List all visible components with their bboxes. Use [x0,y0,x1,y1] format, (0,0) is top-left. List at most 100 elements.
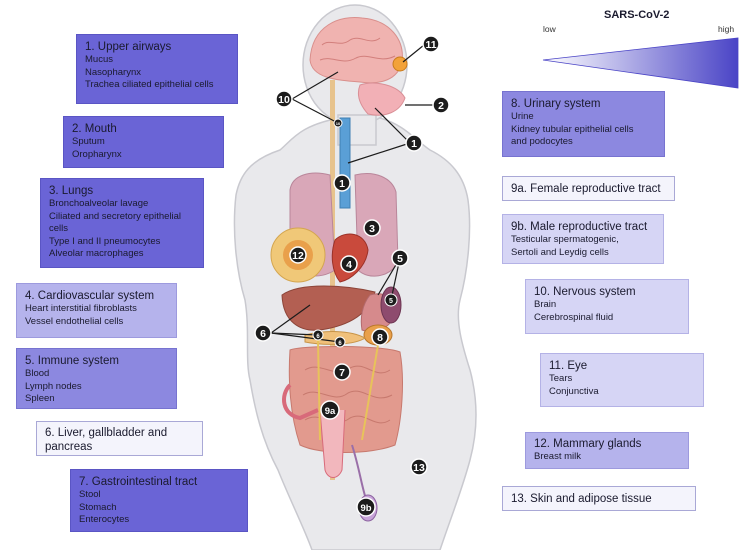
svg-text:6: 6 [316,334,320,340]
box-title: 1. Upper airways [85,41,172,53]
marker-1b: 1 [333,174,351,192]
box-item: Trachea ciliated epithelial cells [85,79,214,90]
marker-4: 4 [340,255,358,273]
svg-text:2: 2 [438,100,444,112]
box-item: Heart interstitial fibroblasts [25,303,137,314]
svg-text:7: 7 [339,367,345,379]
box-item: Type I and II pneumocytes [49,235,161,247]
box-item: Nasopharynx [85,66,141,78]
box-cardiovascular-system: 4. Cardiovascular system Heart interstit… [16,283,177,338]
svg-text:5: 5 [397,253,403,265]
box-item: Urine [511,111,534,122]
box-title: 6. Liver, gallbladder and [45,427,168,439]
box-item: and podocytes [511,136,573,147]
box-item: Sertoli and Leydig cells [511,246,609,258]
legend-title: SARS-CoV-2 [604,9,670,21]
legend-high-label: high [718,24,735,34]
brain-folds [319,37,396,62]
svg-text:10: 10 [336,121,341,126]
box-nervous-system: 10. Nervous system Brain Cerebrospinal f… [525,279,689,334]
box-title: 8. Urinary system [511,98,601,110]
eye-organ [392,56,408,72]
box-mammary-glands: 12. Mammary glands Breast milk [525,432,689,469]
box-item: Enterocytes [79,514,130,525]
leader-lines [270,44,441,343]
box-item: Sputum [72,136,105,147]
box-title: 3. Lungs [49,185,94,197]
svg-text:6: 6 [260,328,266,340]
marker-6b: 6 [312,329,324,341]
marker-6c: 6 [334,336,346,348]
box-item: Breast milk [534,451,581,462]
marker-9a: 9a [320,400,340,420]
box-mouth: 2. Mouth Sputum Oropharynx [63,116,224,168]
box-title: 11. Eye [549,360,588,372]
box-item: Lymph nodes [25,380,82,392]
nasal-cavity [357,82,406,116]
marker-3: 3 [363,219,381,237]
svg-text:1: 1 [411,138,417,150]
box-item: Kidney tubular epithelial cells [511,123,634,135]
box-title: 9b. Male reproductive tract [511,221,648,233]
box-item: Testicular spermatogenic, [511,234,619,245]
marker-2: 2 [432,96,450,114]
box-title-continued: pancreas [45,441,93,453]
legend-low-label: low [543,24,556,34]
marker-8: 8 [371,328,389,346]
marker-11: 11 [422,35,440,53]
box-skin-adipose-tissue: 13. Skin and adipose tissue [502,486,696,511]
box-item: Mucus [85,54,113,65]
trachea [339,117,351,209]
svg-text:1: 1 [339,178,345,190]
box-liver-gallbladder-pancreas: 6. Liver, gallbladder and pancreas [36,421,203,456]
legend-gradient-wedge [542,37,739,89]
marker-1a: 1 [405,134,423,152]
svg-text:11: 11 [425,39,436,51]
box-title: 12. Mammary glands [534,438,642,450]
marker-10a: 10 [275,90,293,108]
svg-text:8: 8 [377,332,383,344]
box-urinary-system: 8. Urinary system Urine Kidney tubular e… [502,91,665,157]
vagina-organ [319,409,346,478]
marker-7: 7 [333,363,351,381]
box-gastrointestinal-tract: 7. Gastrointestinal tract Stool Stomach … [70,469,248,532]
uterus-organ [282,383,319,421]
box-title: 7. Gastrointestinal tract [79,476,198,488]
box-male-reproductive-tract: 9b. Male reproductive tract Testicular s… [502,214,664,264]
box-item: Ciliated and secretory epithelial [49,210,182,222]
box-immune-system: 5. Immune system Blood Lymph nodes Splee… [16,348,177,409]
ureter-right [361,344,379,441]
box-title: 2. Mouth [72,123,117,135]
box-title: 4. Cardiovascular system [25,290,155,302]
marker-13: 13 [410,458,428,476]
svg-text:4: 4 [346,259,352,271]
svg-text:9a: 9a [325,406,336,417]
box-item: Stomach [79,501,117,513]
box-female-reproductive-tract: 9a. Female reproductive tract [502,176,675,201]
box-item: Stool [79,489,101,500]
svg-text:12: 12 [292,250,304,262]
intestine-organ [288,345,403,453]
box-item: Tears [549,373,573,384]
box-item: Blood [25,368,50,379]
box-upper-airways: 1. Upper airways Mucus Nasopharynx Trach… [76,34,238,104]
box-item: Spleen [25,393,55,404]
box-item: Cerebrospinal fluid [534,311,614,323]
body-silhouette [233,4,477,550]
marker-6a: 6 [254,324,272,342]
box-lungs: 3. Lungs Bronchoalveolar lavage Ciliated… [40,178,204,268]
svg-text:9b: 9b [360,503,371,514]
box-title: 10. Nervous system [534,286,636,298]
marker-5b: 5 [384,293,398,307]
svg-text:3: 3 [369,223,375,235]
box-item: cells [49,223,69,234]
box-eye: 11. Eye Tears Conjunctiva [540,353,704,407]
box-item: Oropharynx [72,148,122,160]
box-item: Conjunctiva [549,385,599,397]
box-title: 5. Immune system [25,355,119,367]
svg-text:13: 13 [413,462,425,474]
marker-12: 12 [289,246,307,264]
box-title: 13. Skin and adipose tissue [511,493,652,505]
number-markers: 1 1 2 3 4 5 5 6 6 6 7 8 9a 9b 10 10 11 1… [254,35,450,517]
